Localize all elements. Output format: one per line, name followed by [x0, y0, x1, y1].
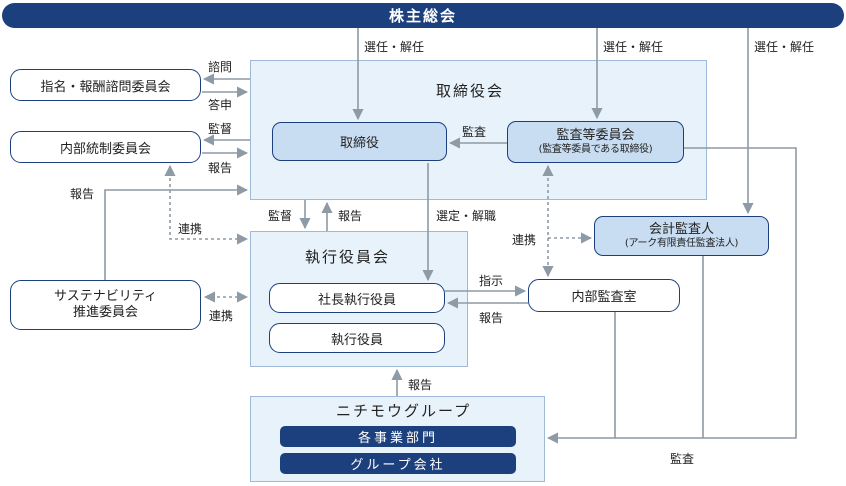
shareholders-meeting-bar: 株主総会 [2, 3, 844, 28]
select-dismiss-label: 選定・解職 [436, 209, 497, 223]
supervise-label-2: 監督 [268, 209, 293, 223]
accounting-auditor-sub: (アーク有限責任監査法人) [624, 238, 739, 249]
president-box: 社長執行役員 [269, 283, 445, 313]
group-title: ニチモウグループ [336, 402, 472, 420]
board-title: 取締役会 [436, 82, 505, 100]
answer-label: 答申 [208, 98, 233, 112]
coop-label-3: 連携 [512, 233, 537, 247]
nomination-committee-box: 指名・報酬諮問委員会 [10, 69, 201, 101]
kansa-group-audit-line [615, 147, 797, 439]
shareholders-meeting-label: 株主総会 [388, 7, 457, 25]
officers-label: 執行役員 [330, 332, 383, 348]
sustainability-label-2: 推進委員会 [72, 305, 138, 320]
report-label-sus: 報告 [70, 187, 95, 201]
report-label-3: 報告 [479, 311, 504, 325]
directors-box: 取締役 [272, 122, 447, 161]
report-label-1: 報告 [208, 161, 233, 175]
nomination-committee-label: 指名・報酬諮問委員会 [40, 79, 171, 95]
elect-label-2: 選任・解任 [603, 40, 664, 54]
coop-label-1: 連携 [178, 222, 203, 236]
directors-label: 取締役 [339, 136, 379, 151]
sustainability-label-1: サステナビリティ [54, 289, 157, 304]
president-label: 社長執行役員 [317, 292, 396, 308]
exec-title: 執行役員会 [305, 248, 391, 266]
report-sus-line [104, 184, 249, 280]
divisions-bar: 各事業部門 [280, 426, 516, 447]
internal-audit-box: 内部監査室 [528, 279, 680, 312]
elect-label-1: 選任・解任 [364, 40, 425, 54]
kansa-label-2: 監査 [670, 452, 695, 466]
internal-audit-label: 内部監査室 [571, 290, 637, 305]
report-label-4: 報告 [408, 378, 433, 392]
internal-control-committee-box: 内部統制委員会 [10, 131, 201, 163]
instruct-label: 指示 [479, 274, 504, 288]
coop-label-2: 連携 [209, 309, 234, 323]
internal-control-committee-label: 内部統制委員会 [59, 141, 151, 157]
group-companies-label: グループ会社 [350, 458, 446, 473]
officers-box: 執行役員 [269, 323, 445, 353]
kansa-label-1: 監査 [462, 125, 487, 139]
consult-label: 諮問 [208, 60, 233, 74]
coop-ic-line [164, 164, 249, 245]
audit-committee-label: 監査等委員会 [556, 128, 635, 143]
group-companies-bar: グループ会社 [280, 453, 516, 474]
sustainability-committee-box: サステナビリティ 推進委員会 [10, 280, 201, 330]
divisions-label: 各事業部門 [357, 431, 438, 446]
supervise-label-1: 監督 [208, 122, 233, 136]
audit-committee-box: 監査等委員会 (監査等委員である取締役) [507, 121, 684, 163]
accounting-auditor-label: 会計監査人 [648, 222, 714, 237]
audit-committee-sub: (監査等委員である取締役) [538, 144, 653, 155]
accounting-auditor-box: 会計監査人 (アーク有限責任監査法人) [594, 216, 769, 256]
kansa-group-ia-line [546, 312, 616, 444]
report-label-2: 報告 [338, 209, 363, 223]
elect-label-3: 選任・解任 [754, 40, 815, 54]
